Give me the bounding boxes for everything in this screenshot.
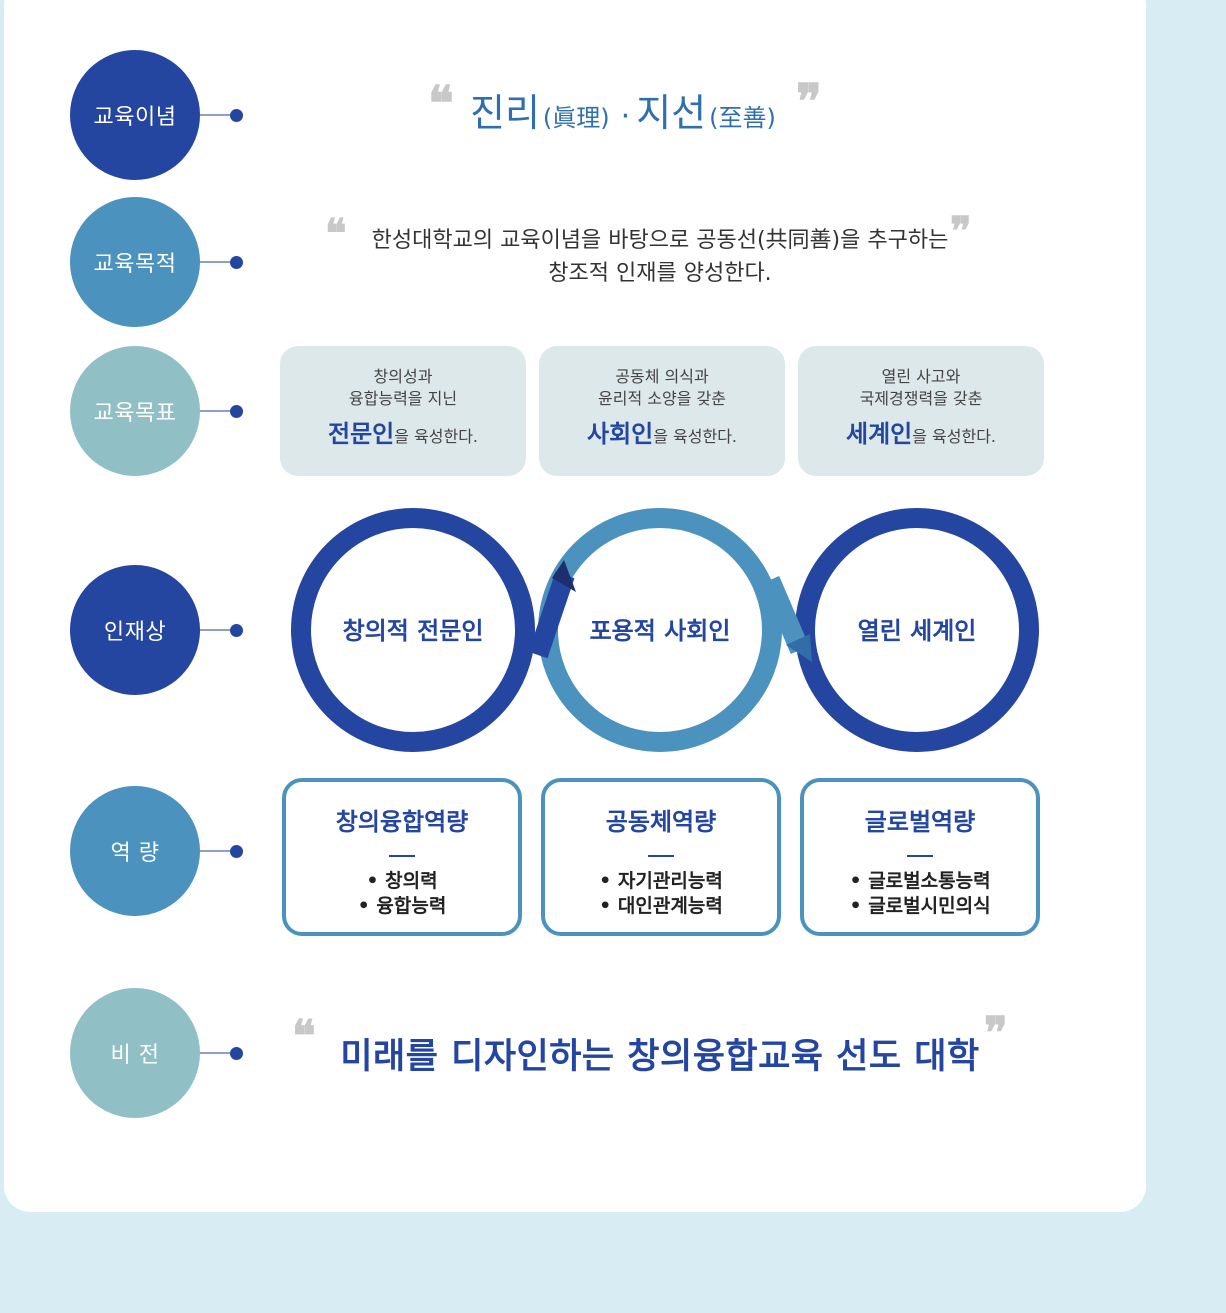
row-label-education-purpose: 교육목적 [70,197,200,327]
connector-dot [230,1047,243,1060]
link-arc-right [760,576,810,654]
goal-highlight: 전문인 [327,420,395,448]
connector-dot [230,405,243,418]
connector-line [200,114,236,116]
goal-box-global: 열린 사고와 국제경쟁력을 갖춘 세계인을 육성한다. [798,346,1044,476]
open-quote-icon: ❝ [325,210,347,257]
vision-statement: 미래를 디자인하는 창의융합교육 선도 대학 [340,1037,980,1077]
purpose-line-2: 창조적 인재를 양성한다. [548,261,772,286]
connector-line [200,850,236,852]
competency-title: 글로벌역량 [864,808,976,836]
competency-box-community: 공동체역량 • 자기관리능력 • 대인관계능력 [541,778,781,936]
education-purpose-text: 한성대학교의 교육이념을 바탕으로 공동선(共同善)을 추구하는 창조적 인재를… [360,224,960,290]
connector-line [200,261,236,263]
connector-line [200,1052,236,1054]
motto: 진리 (眞理) · 지선 (至善) [470,82,800,137]
connector-dot [230,845,243,858]
competency-title: 공동체역량 [605,808,717,836]
talent-ring-diagram: 창의적 전문인 포용적 사회인 열린 세계인 [291,508,1039,752]
connector-dot [230,109,243,122]
competency-item: • 대인관계능력 [599,895,723,917]
close-quote-icon: ❞ [796,74,822,130]
goal-box-social: 공동체 의식과 윤리적 소양을 갖춘 사회인을 육성한다. [539,346,785,476]
competency-item: • 융합능력 [357,895,447,917]
goal-box-professional: 창의성과 융합능력을 지닌 전문인을 육성한다. [280,346,526,476]
divider [907,855,933,857]
close-quote-icon: ❞ [984,1008,1008,1059]
motto-separator: · [620,99,631,134]
open-quote-icon: ❝ [428,76,454,132]
row-label-education-ideology: 교육이념 [70,50,200,180]
link-arc-left [528,571,575,659]
purpose-line-1: 한성대학교의 교육이념을 바탕으로 공동선(共同善)을 추구하는 [371,228,949,253]
connector-line [200,410,236,412]
motto-goodness: 지선 [636,91,707,135]
divider [648,855,674,857]
competency-item: • 자기관리능력 [599,870,723,892]
row-label-education-goals: 교육목표 [70,346,200,476]
competency-box-global: 글로벌역량 • 글로벌소통능력 • 글로벌시민의식 [800,778,1040,936]
ring-global [795,508,1039,752]
competency-box-creative: 창의융합역량 • 창의력 • 융합능력 [282,778,522,936]
competency-item: • 창의력 [366,870,438,892]
ring-professional [291,508,535,752]
close-quote-icon: ❞ [950,208,972,255]
motto-truth-hanja: (眞理) [542,104,610,132]
competency-item: • 글로벌시민의식 [849,895,991,917]
goal-highlight: 사회인 [586,420,654,448]
row-label-competency: 역 량 [70,786,200,916]
motto-goodness-hanja: (至善) [709,104,776,132]
connector-line [200,629,236,631]
motto-truth: 진리 [470,91,540,135]
row-label-talent: 인재상 [70,565,200,695]
talent-professional: 창의적 전문인 [343,617,484,645]
competency-item: • 글로벌소통능력 [849,870,991,892]
connector-dot [230,624,243,637]
divider [389,855,415,857]
competency-title: 창의융합역량 [335,808,469,836]
goal-highlight: 세계인 [845,420,913,448]
arrow-down-icon [786,634,812,662]
row-label-vision: 비 전 [70,988,200,1118]
talent-global: 열린 세계인 [858,617,977,645]
connector-dot [230,256,243,269]
talent-social: 포용적 사회인 [590,617,731,645]
open-quote-icon: ❝ [292,1011,316,1062]
arrow-up-icon [552,560,576,592]
